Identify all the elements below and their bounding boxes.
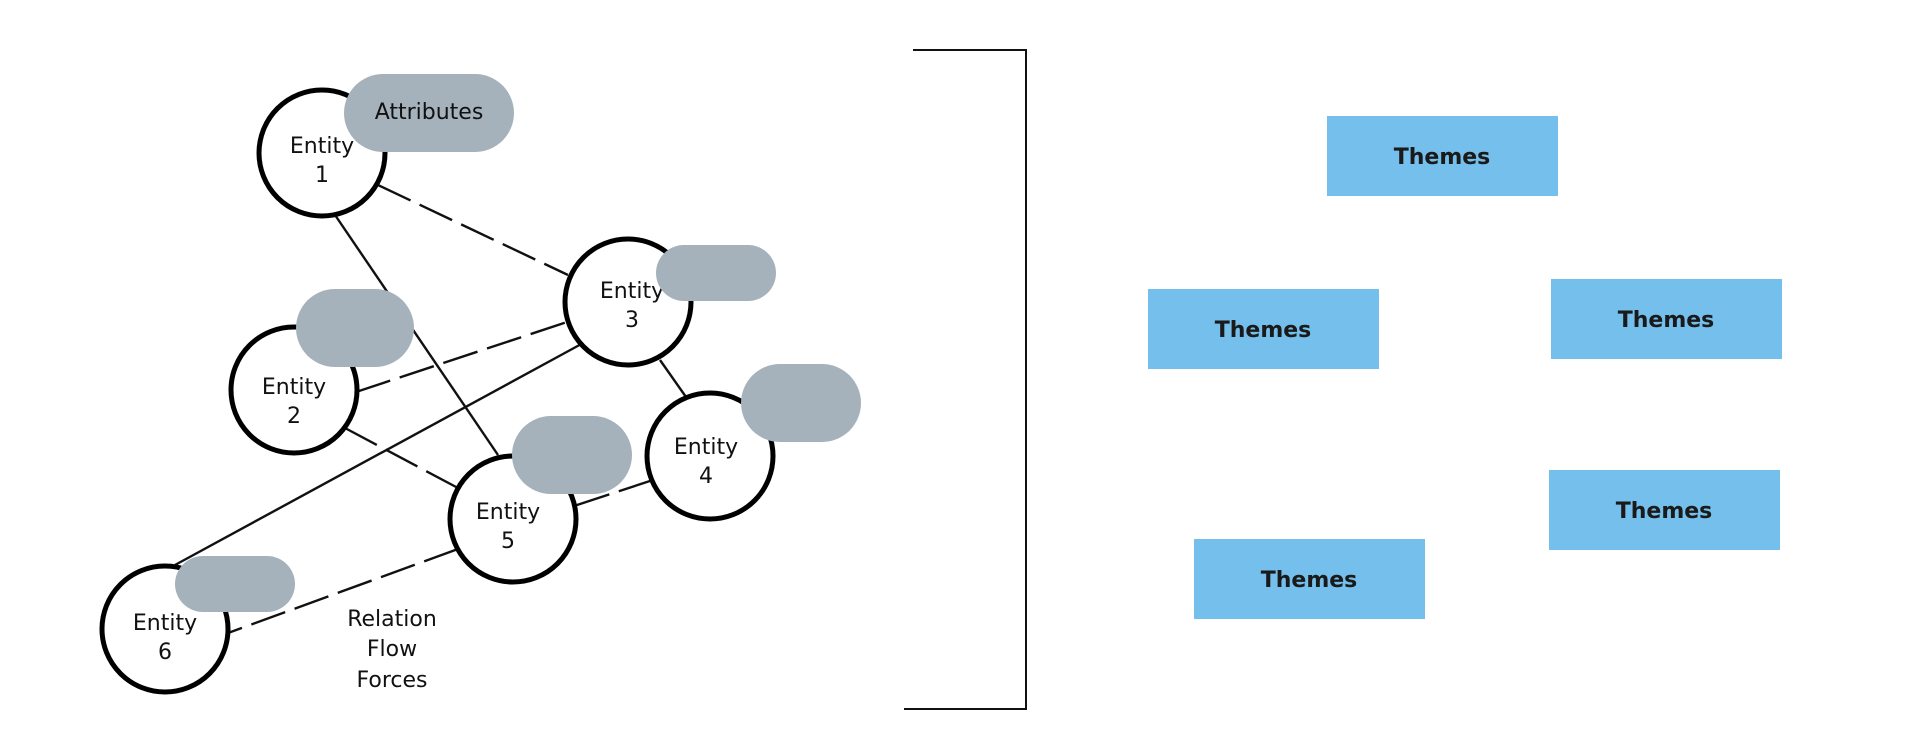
- theme-boxes: Themes Themes Themes Themes Themes: [1148, 116, 1782, 619]
- attribute-pill-entity-6: [175, 556, 295, 612]
- entity-1: Entity 1: [256, 87, 388, 219]
- edge-entity3-entity4: [659, 359, 687, 398]
- edge-entity1-entity5: [332, 211, 499, 456]
- attribute-pill-entity-1-label: Attributes: [375, 100, 484, 125]
- theme-box-lower-right-label: Themes: [1616, 499, 1713, 524]
- entity-6-label-line2: 6: [158, 640, 172, 665]
- relation-note-line2: Flow: [367, 637, 417, 662]
- entity-3-label-line1: Entity: [600, 279, 664, 304]
- theme-box-right-label: Themes: [1618, 308, 1715, 333]
- entity-6-label-line1: Entity: [133, 611, 197, 636]
- entity-1-label-line1: Entity: [290, 134, 354, 159]
- entity-5-label-line2: 5: [501, 529, 515, 554]
- theme-box-bottom: [1194, 539, 1425, 619]
- entity-5-label-line1: Entity: [476, 500, 540, 525]
- edge-entity2-entity3: [355, 320, 568, 394]
- entity-4: Entity 4: [644, 390, 776, 522]
- attribute-pill-entity-2: [296, 289, 414, 367]
- entity-4-circle: [644, 390, 776, 522]
- edge-entity2-entity5: [344, 426, 459, 490]
- relation-note: Relation Flow Forces: [347, 607, 437, 693]
- right-bracket: [904, 49, 1027, 710]
- theme-box-top: [1327, 116, 1558, 196]
- entity-2-label-line1: Entity: [262, 375, 326, 400]
- entity-2-label-line2: 2: [287, 404, 301, 429]
- entity-4-label-line2: 4: [699, 464, 713, 489]
- relation-note-line1: Relation: [347, 607, 437, 632]
- theme-box-left: [1148, 289, 1379, 369]
- theme-box-top-label: Themes: [1394, 145, 1491, 170]
- relation-note-line3: Forces: [357, 668, 428, 693]
- edge-entity3-entity6: [174, 340, 586, 567]
- attribute-pills: Attributes: [175, 74, 861, 612]
- theme-box-bottom-label: Themes: [1261, 568, 1358, 593]
- entity-1-label-line2: 1: [315, 163, 329, 188]
- entity-4-label-line1: Entity: [674, 435, 738, 460]
- attribute-pill-entity-4: [741, 364, 861, 442]
- entity-3-label-line2: 3: [625, 308, 639, 333]
- edge-entity1-entity3: [377, 183, 569, 277]
- attribute-pill-entity-1: [344, 74, 514, 152]
- relation-edges: [174, 183, 687, 635]
- attribute-pill-entity-5: [512, 416, 632, 494]
- theme-box-left-label: Themes: [1215, 318, 1312, 343]
- edge-entity5-entity6: [227, 547, 459, 635]
- edge-entity4-entity5: [573, 478, 654, 508]
- theme-box-right: [1551, 279, 1782, 359]
- theme-box-lower-right: [1549, 470, 1780, 550]
- attribute-pill-entity-3: [656, 245, 776, 301]
